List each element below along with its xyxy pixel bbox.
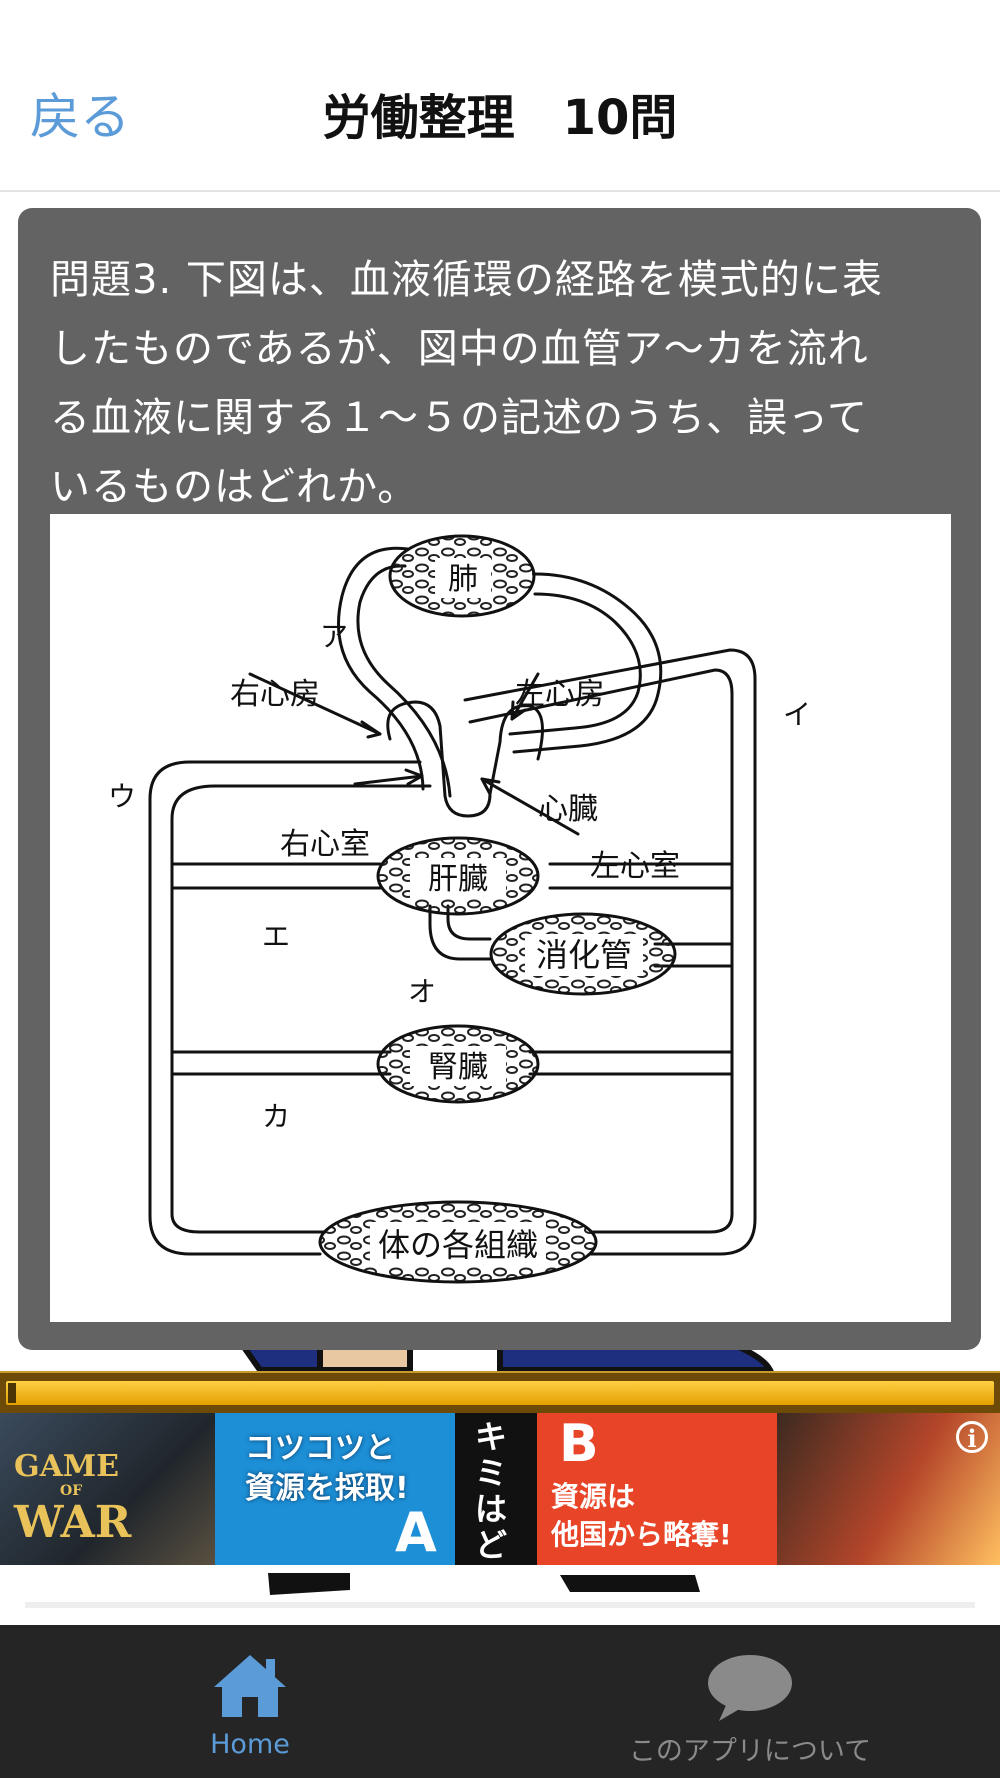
ad-game-panel: GAME OF WAR <box>0 1413 215 1565</box>
tab-about[interactable]: このアプリについて <box>500 1625 1000 1778</box>
ad-game-logo-bottom: WAR <box>14 1497 132 1548</box>
ad-question-panel: キミはどっち? <box>455 1413 537 1565</box>
page-title: 労働整理 10問 <box>322 90 678 146</box>
ad-game-logo-top: GAME <box>14 1449 119 1484</box>
back-button[interactable]: 戻る <box>30 88 130 146</box>
tab-home[interactable]: Home <box>0 1625 500 1778</box>
question-card: 問題3. 下図は、血液循環の経路を模式的に表 したものであるが、図中の血管ア～カ… <box>18 208 981 1350</box>
vessel-u-label: ウ <box>108 780 136 813</box>
left-ventricle-label: 左心室 <box>590 849 680 884</box>
kidney-label: 腎臓 <box>428 1050 488 1085</box>
vessel-o-label: オ <box>408 975 436 1008</box>
circulation-diagram-svg: 肺 肝臓 消化管 腎臓 体の各組織 右心房 左心房 心臓 右心室 左心室 ア イ… <box>108 534 811 1284</box>
question-line: したものであるが、図中の血管ア～カを流れ <box>50 326 869 372</box>
ad-progress-cap <box>8 1383 16 1403</box>
question-line: 問題3. 下図は、血液循環の経路を模式的に表 <box>50 257 883 303</box>
ad-progress-bar <box>0 1371 1000 1413</box>
ad-mid-text: キミはどっち? <box>475 1418 508 1565</box>
ad-fire-panel: i <box>777 1413 1000 1565</box>
content-divider <box>25 1602 975 1608</box>
lung-label: 肺 <box>448 562 478 597</box>
ad-banner[interactable]: GAME OF WAR コツコツと 資源を採取! A キミはどっち? B 資源は… <box>0 1413 1000 1565</box>
ad-option-b-panel: B 資源は 他国から略奪! <box>537 1413 777 1565</box>
digestive-label: 消化管 <box>536 936 632 974</box>
vessel-i-label: イ <box>783 698 811 731</box>
tab-about-label: このアプリについて <box>628 1736 872 1767</box>
ad-a-line1: コツコツと <box>245 1431 395 1466</box>
speech-bubble-icon <box>708 1655 792 1721</box>
navigation-bar: 戻る 労働整理 10問 <box>0 0 1000 192</box>
ad-option-a-panel: コツコツと 資源を採取! A <box>215 1413 455 1565</box>
ad-b-line1: 資源は <box>551 1480 636 1513</box>
tab-home-label: Home <box>210 1729 290 1760</box>
ad-b-line2: 他国から略奪! <box>551 1518 732 1551</box>
tissues-label: 体の各組織 <box>378 1226 538 1264</box>
home-icon <box>214 1655 286 1717</box>
question-line: る血液に関する１～５の記述のうち、誤って <box>50 395 868 441</box>
question-text: 問題3. 下図は、血液循環の経路を模式的に表 したものであるが、図中の血管ア～カ… <box>50 246 950 522</box>
vessel-e-label: エ <box>262 920 290 953</box>
vessel-ka-label: カ <box>262 1100 290 1133</box>
ad-info-icon[interactable]: i <box>956 1421 988 1453</box>
left-atrium-label: 左心房 <box>515 677 605 712</box>
ad-progress-fill <box>6 1381 994 1405</box>
right-ventricle-label: 右心室 <box>280 827 370 862</box>
question-line: いるものはどれか。 <box>50 464 419 510</box>
heart-label: 心臓 <box>538 792 598 827</box>
ad-b-letter: B <box>559 1414 599 1474</box>
liver-label: 肝臓 <box>428 862 488 897</box>
ad-a-letter: A <box>395 1501 437 1564</box>
ad-game-logo-mid: OF <box>60 1483 83 1499</box>
ad-a-line2: 資源を採取! <box>245 1471 409 1506</box>
right-atrium-label: 右心房 <box>230 677 320 712</box>
circulation-diagram: 肺 肝臓 消化管 腎臓 体の各組織 右心房 左心房 心臓 右心室 左心室 ア イ… <box>50 514 951 1322</box>
vessel-a-label: ア <box>320 620 348 653</box>
tab-bar: Home このアプリについて <box>0 1625 1000 1778</box>
